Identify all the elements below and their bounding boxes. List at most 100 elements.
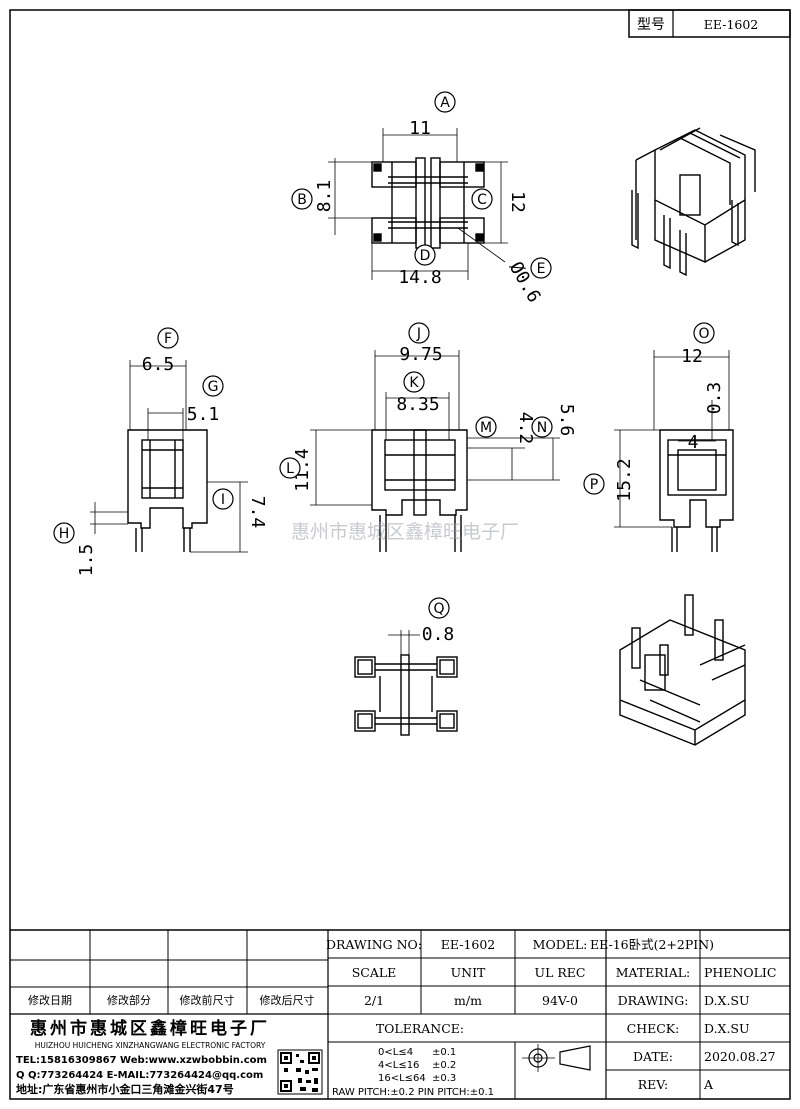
circle-label-l (279, 457, 301, 479)
tol-value-3: ±0.3 (432, 1073, 456, 1084)
model-value: EE-16卧式(2+2PIN) (590, 937, 714, 952)
dim-q: 0.8 (422, 624, 455, 645)
circle-label-k (403, 371, 425, 393)
drawing-label: DRAWING: (618, 993, 689, 1008)
dim-c: 12 (507, 191, 528, 213)
circle-label-p (583, 473, 605, 495)
revision-headers: 修改日期 修改部分 修改前尺寸 修改后尺寸 (28, 993, 315, 1007)
rev-header-part: 修改部分 (107, 993, 151, 1007)
unit-value: m/m (454, 993, 482, 1008)
dim-p: 15.2 (614, 458, 635, 501)
dim-f: 6.5 (142, 354, 175, 375)
dim-g: 5.1 (187, 404, 220, 425)
model-label: MODEL: (533, 937, 588, 952)
company-tel-web: TEL:15816309867 Web:www.xzwbobbin.com (16, 1055, 267, 1066)
tol-range-2: 4<L≤16 (378, 1060, 419, 1071)
circle-label-text-m: M (480, 420, 492, 436)
circle-label-a (434, 91, 456, 113)
bottom-table (10, 929, 790, 1099)
circle-label-n (531, 416, 553, 438)
bottom-view (354, 630, 458, 736)
title-block: 型号 EE-1602 (628, 9, 791, 38)
circle-label-text-h: H (59, 526, 70, 542)
date-value: 2020.08.27 (704, 1049, 776, 1064)
rev-header-after: 修改后尺寸 (260, 993, 315, 1007)
type-label: 型号 (637, 17, 665, 33)
dim-p-inner: 4 (688, 432, 699, 453)
sheet-border (9, 9, 791, 1100)
tol-value-2: ±0.2 (432, 1060, 456, 1071)
circle-label-d (414, 244, 436, 266)
circle-label-b (291, 188, 313, 210)
check-label: CHECK: (627, 1021, 680, 1036)
circle-label-text-q: Q (433, 601, 444, 617)
circle-label-text-b: B (297, 192, 307, 208)
dim-o: 12 (681, 346, 703, 367)
dim-i: 7.4 (247, 496, 268, 529)
iso-view-top (631, 127, 756, 277)
circle-label-c (471, 188, 493, 210)
qr-code (277, 1049, 323, 1095)
rev-header-date: 修改日期 (28, 993, 72, 1007)
dim-n: 5.6 (556, 404, 577, 437)
projection-symbol-icon (522, 1044, 591, 1072)
circle-label-text-l: L (286, 461, 294, 477)
company-address: 地址:广东省惠州市小金口三角滩金兴街47号 (16, 1082, 234, 1096)
circle-label-text-f: F (164, 331, 172, 347)
circle-label-m (475, 416, 497, 438)
circle-label-text-c: C (477, 192, 487, 208)
material-value: PHENOLIC (704, 965, 776, 980)
rev-label: REV: (638, 1077, 669, 1092)
type-value: EE-1602 (704, 17, 759, 32)
tolerance-label: TOLERANCE: (376, 1021, 464, 1036)
drawing-no-value: EE-1602 (441, 937, 496, 952)
circle-label-text-e: E (537, 261, 546, 277)
tol-range-1: 0<L≤4 (378, 1047, 413, 1058)
material-label: MATERIAL: (616, 965, 691, 980)
unit-label: UNIT (451, 965, 486, 980)
top-view (328, 128, 508, 280)
circle-label-text-k: K (409, 375, 419, 391)
dim-h: 1.5 (76, 544, 97, 577)
circle-label-text-g: G (208, 379, 219, 395)
circle-label-i (212, 488, 234, 510)
circle-label-text-n: N (537, 420, 547, 436)
circle-label-text-p: P (590, 477, 598, 493)
circle-label-q (428, 597, 450, 619)
ul-label: UL REC (535, 965, 586, 980)
company-info: 惠州市惠城区鑫樟旺电子厂 HUIZHOU HUICHENG XINZHANGWA… (16, 1018, 323, 1096)
company-qq-mail: Q Q:773264424 E-MAIL:773264424@qq.com (16, 1070, 263, 1081)
check-value: D.X.SU (704, 1021, 750, 1036)
circle-label-o (693, 322, 715, 344)
company-name-cn: 惠州市惠城区鑫樟旺电子厂 (30, 1018, 270, 1039)
iso-view-bottom (619, 594, 746, 746)
tol-range-3: 16<L≤64 (378, 1073, 426, 1084)
drawing-no-label: DRAWING NO: (326, 937, 422, 952)
circle-label-e (530, 257, 552, 279)
tol-value-1: ±0.1 (432, 1047, 456, 1058)
spec-table: DRAWING NO: EE-1602 MODEL: EE-16卧式(2+2PI… (326, 937, 776, 1098)
ul-value: 94V-0 (542, 993, 578, 1008)
watermark: 惠州市惠城区鑫樟旺电子厂 (291, 521, 519, 543)
scale-value: 2/1 (364, 993, 384, 1008)
dim-l: 11.4 (292, 448, 313, 491)
circle-label-text-o: O (698, 326, 709, 342)
rev-header-before: 修改前尺寸 (180, 993, 235, 1007)
circle-label-text-i: I (221, 492, 225, 508)
dim-b: 8.1 (314, 180, 335, 213)
dim-a: 11 (409, 118, 431, 139)
side-view-right (614, 350, 734, 552)
drawing-value: D.X.SU (704, 993, 750, 1008)
pitch-note: RAW PITCH:±0.2 PIN PITCH:±0.1 (332, 1087, 494, 1098)
rev-value: A (703, 1077, 714, 1092)
dim-k: 8.35 (396, 394, 439, 415)
circle-label-j (408, 322, 430, 344)
dim-d: 14.8 (398, 267, 441, 288)
date-label: DATE: (633, 1049, 673, 1064)
dim-m: 4.2 (515, 412, 536, 445)
scale-label: SCALE (352, 965, 397, 980)
circle-label-g (202, 375, 224, 397)
dim-j: 9.75 (399, 344, 442, 365)
